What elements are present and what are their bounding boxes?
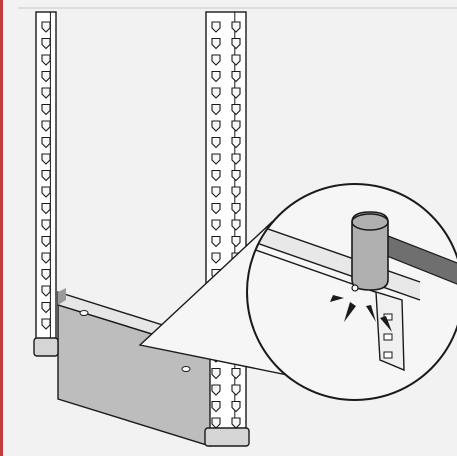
upright-feet [33, 337, 250, 447]
accent-left-border [0, 0, 3, 456]
left-upright [35, 11, 57, 341]
impact-marks-icon [330, 295, 392, 332]
detail-magnifier [246, 183, 457, 401]
right-upright [205, 11, 247, 431]
hammer-icon [351, 211, 389, 292]
